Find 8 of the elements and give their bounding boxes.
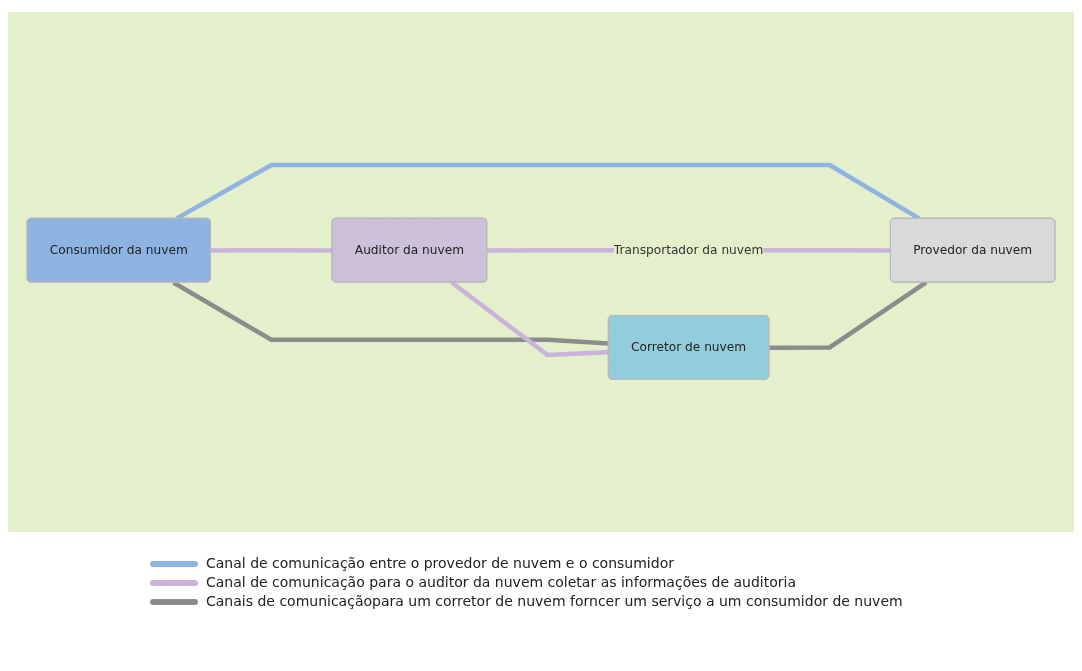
- legend-text: Canal de comunicação entre o provedor de nuvem e o consumidor: [206, 555, 674, 571]
- legend-text: Canais de comunicaçãopara um corretor de nuvem forncer um serviço a um consumidor de nuvem: [206, 593, 903, 609]
- legend-text: Canal de comunicação para o auditor da nuvem coletar as informações de auditoria: [206, 574, 797, 590]
- connector: [172, 280, 609, 346]
- connector: [450, 280, 609, 358]
- connector: [769, 280, 928, 350]
- edge-label: Transportador da nuvem: [613, 242, 764, 257]
- connector: [210, 247, 333, 253]
